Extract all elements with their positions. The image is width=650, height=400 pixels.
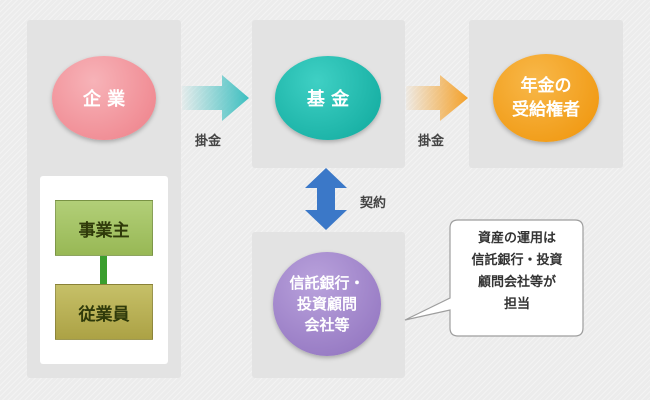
fund-to-beneficiary-arrow	[406, 75, 468, 121]
company-node: 企 業	[52, 56, 156, 140]
beneficiary-node: 年金の 受給権者	[493, 54, 599, 142]
fund-trust-double-arrow	[305, 168, 347, 230]
fund-node: 基 金	[275, 56, 381, 140]
members-connector	[100, 256, 107, 284]
callout-text: 資産の運用は 信託銀行・投資 顧問会社等が 担当	[471, 231, 563, 312]
fund-trust-label: 契約	[360, 196, 387, 211]
company-to-fund-label: 掛金	[195, 134, 222, 149]
trust-node: 信託銀行・ 投資顧問 会社等	[273, 252, 381, 356]
fund-to-beneficiary-label: 掛金	[418, 134, 445, 149]
employee-box: 従業員	[55, 284, 153, 340]
employer-box: 事業主	[55, 200, 153, 256]
company-to-fund-arrow	[182, 75, 249, 121]
